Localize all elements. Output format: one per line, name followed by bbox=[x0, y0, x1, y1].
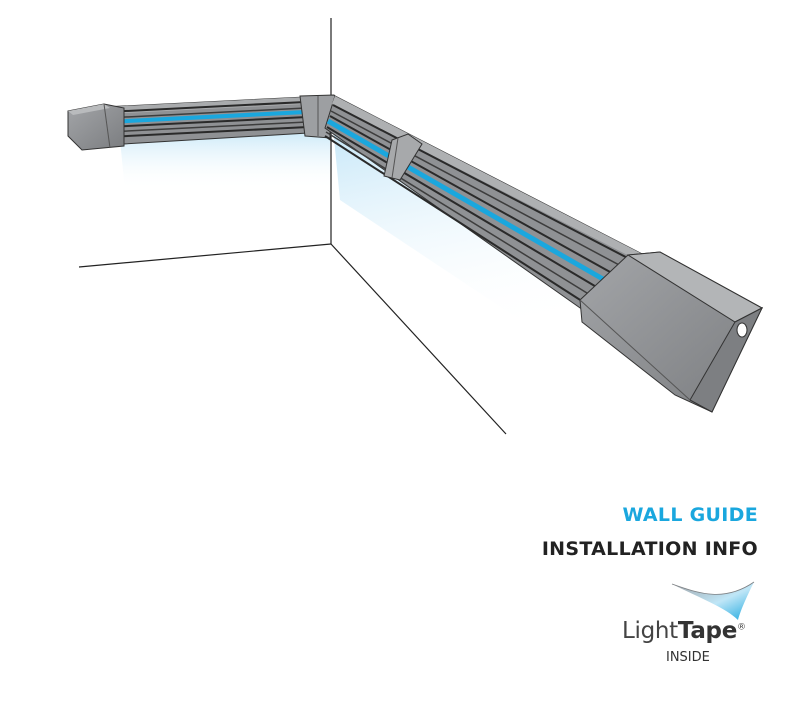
registered-mark: ® bbox=[737, 622, 746, 633]
brand-inside-label: INSIDE bbox=[666, 650, 710, 665]
brand-name-light: Light bbox=[622, 618, 678, 644]
left-channel bbox=[67, 96, 309, 151]
brand-name-bold: Tape bbox=[677, 618, 738, 644]
brand-name: LightTape® bbox=[622, 618, 746, 644]
right-end-cap bbox=[579, 251, 764, 413]
lighttape-swoosh-icon bbox=[671, 581, 755, 620]
title-block: WALL GUIDE INSTALLATION INFO bbox=[542, 503, 758, 561]
heading-wall-guide: WALL GUIDE bbox=[622, 504, 758, 526]
right-channel bbox=[324, 95, 651, 323]
brand-logo: LightTape® INSIDE bbox=[622, 580, 772, 680]
heading-installation-info: INSTALLATION INFO bbox=[541, 538, 758, 560]
wall-guide-illustration bbox=[67, 18, 764, 435]
light-glow bbox=[120, 128, 600, 360]
